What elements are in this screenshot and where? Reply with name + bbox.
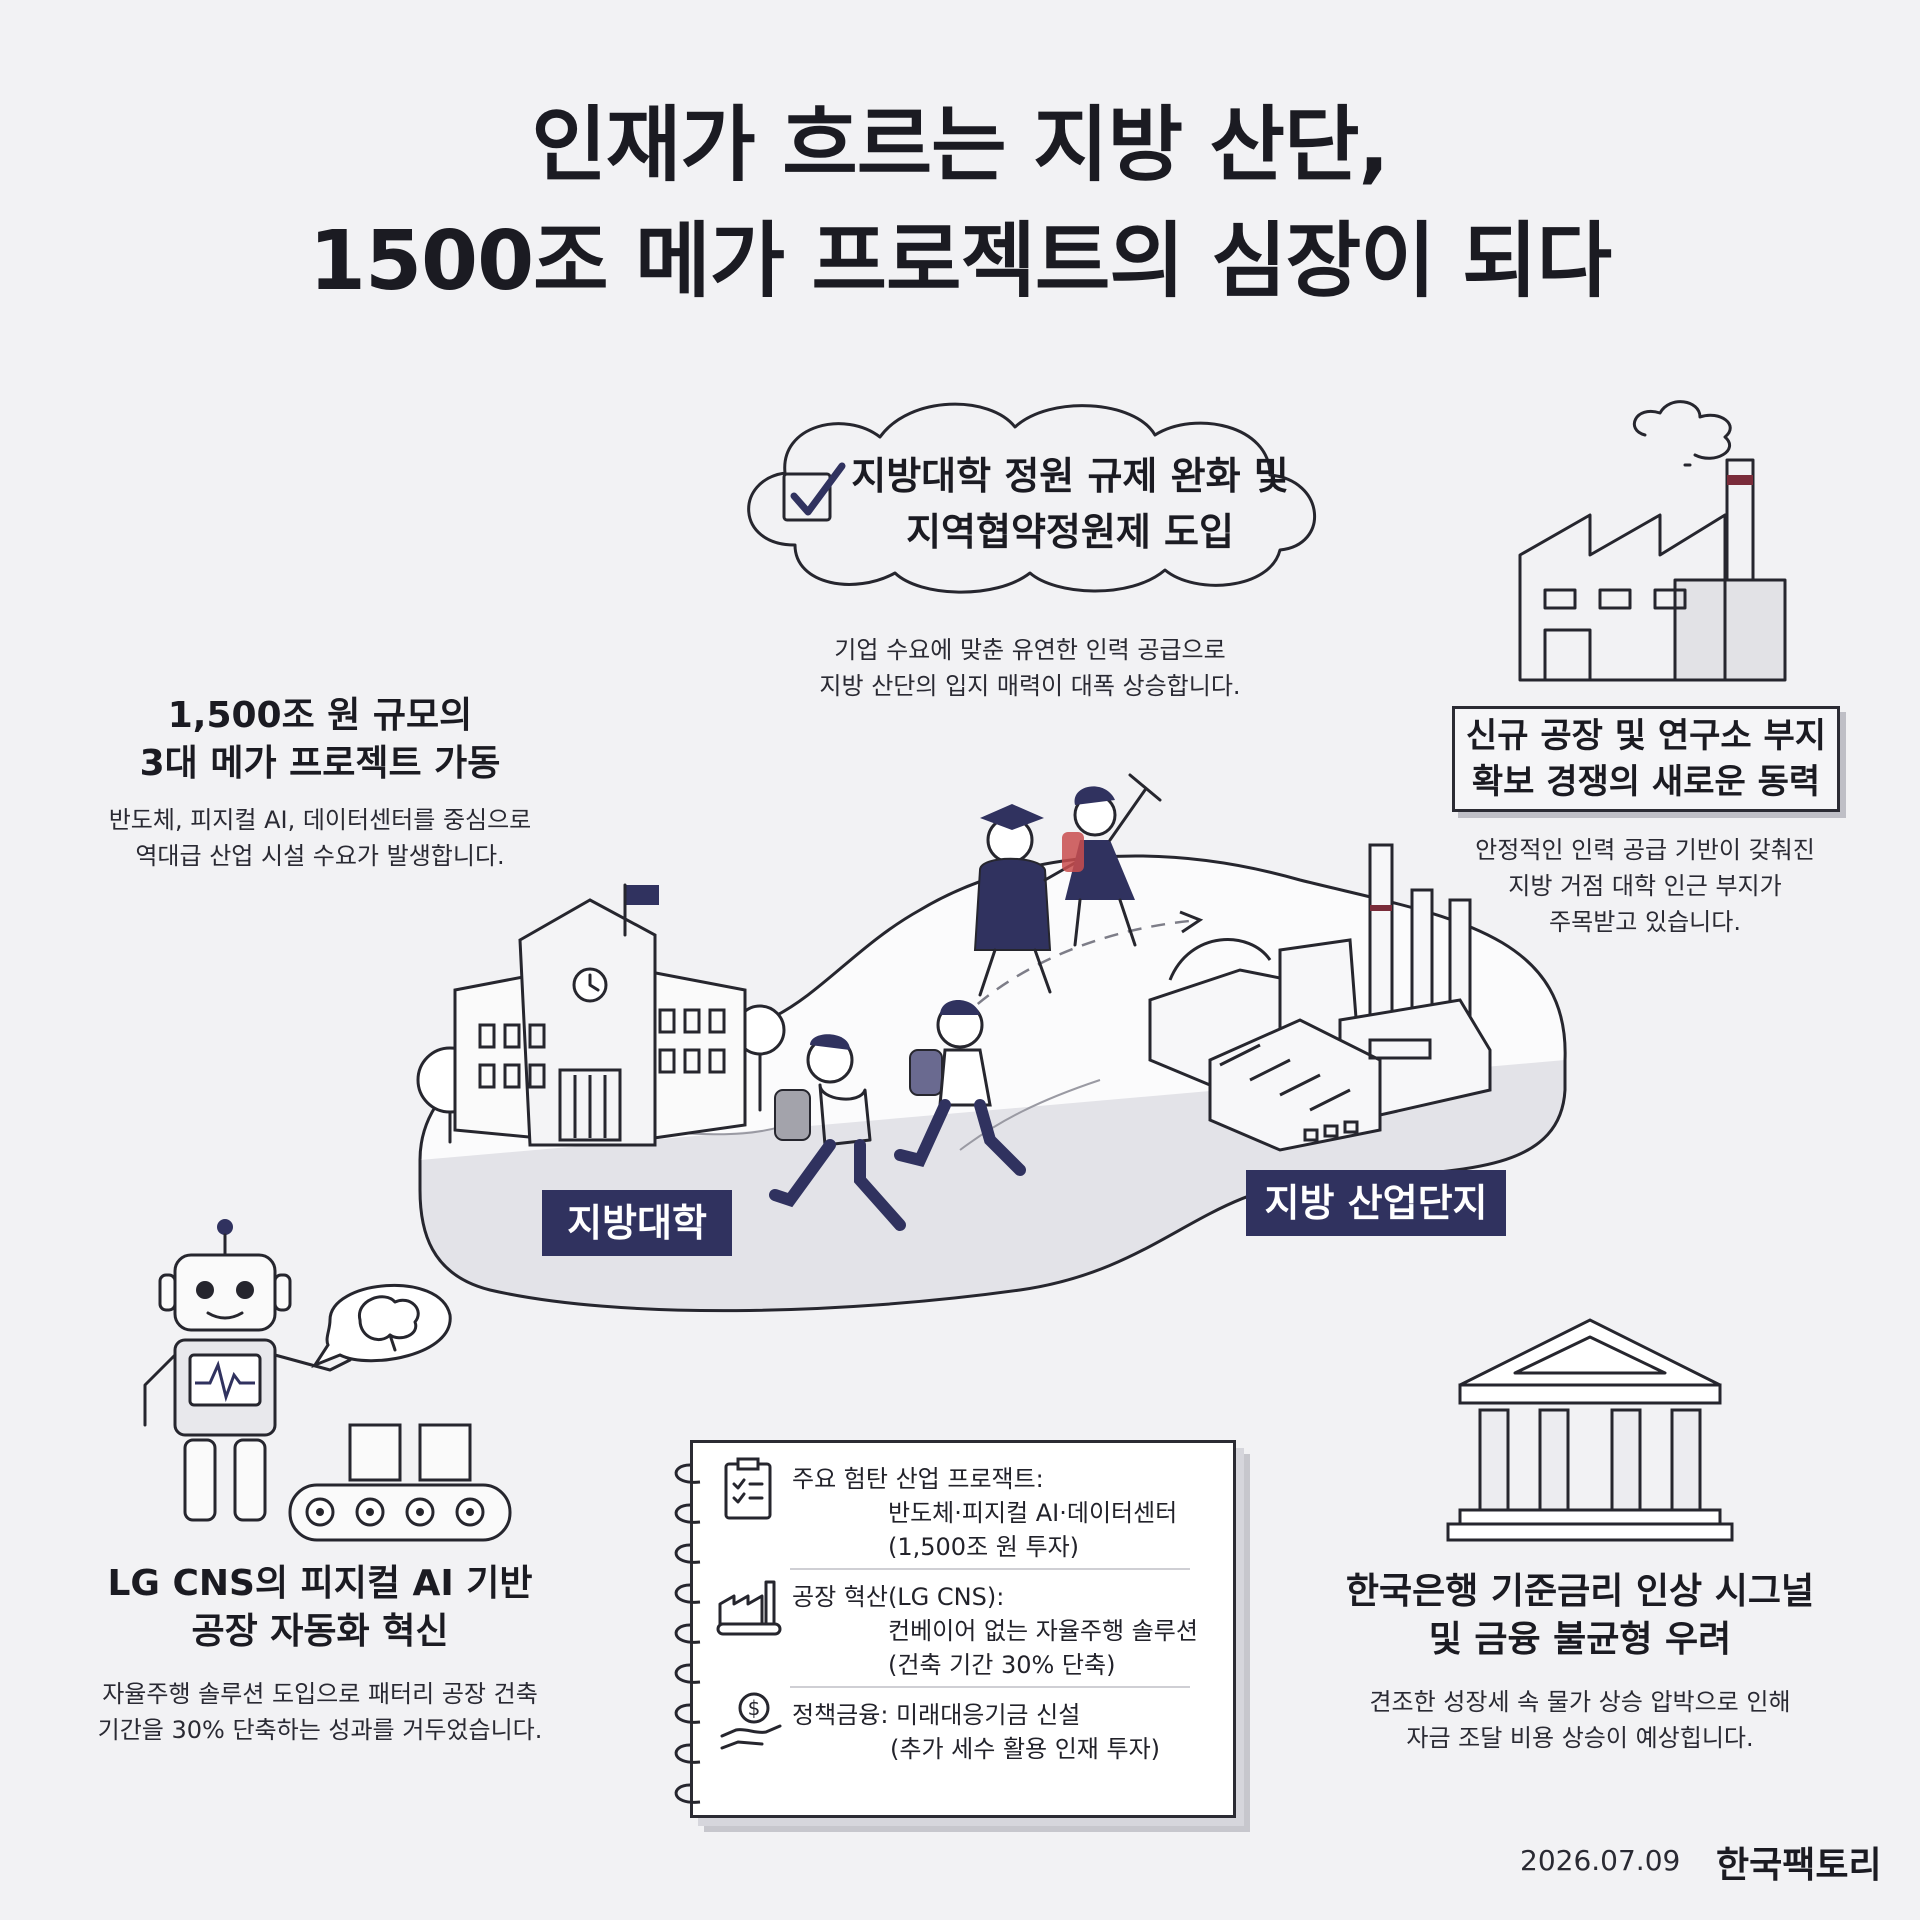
- clipboard-icon: [724, 1457, 772, 1520]
- factory-site-desc-line3: 주목받고 있습니다.: [1549, 908, 1741, 936]
- mega-desc-line1: 반도체, 피지컬 AI, 데이터센터를 중심으로: [108, 806, 532, 834]
- note-item2-line2: (건축 기간 30% 단축): [888, 1651, 1116, 1679]
- industrial-complex-icon: [1148, 843, 1492, 1152]
- brain-thought-bubble-icon: [311, 1283, 452, 1369]
- robot-icon: [143, 1219, 352, 1522]
- checkbox-icon: [782, 462, 846, 522]
- note-item3-line1: (추가 세수 활용 인재 투자): [890, 1735, 1161, 1763]
- note-divider: [790, 1686, 1190, 1688]
- factory-icon: [1518, 400, 1787, 682]
- note-item2-line1: 컨베이어 없는 자율주행 솔루션: [888, 1617, 1198, 1645]
- university-label: 지방대학: [542, 1190, 732, 1256]
- mega-desc-line2: 역대급 산업 시설 수요가 발생합니다.: [135, 842, 505, 870]
- factory-site-desc-line1: 안정적인 인력 공급 기반이 갖춰진: [1475, 836, 1815, 864]
- bok-heading-line2: 및 금융 불균형 우려: [1428, 1619, 1732, 1660]
- cloud-text-line1: 지방대학 정원 규제 완화 및: [851, 454, 1289, 498]
- lgcns-desc-line1: 자율주행 솔루션 도입으로 패터리 공장 건축: [102, 1680, 538, 1708]
- bok-desc-line2: 자금 조달 비용 상승이 예상힙니다.: [1406, 1724, 1754, 1752]
- mega-heading-line1: 1,500조 원 규모의: [167, 695, 473, 736]
- lgcns-heading-line2: 공장 자동화 혁신: [191, 1611, 449, 1652]
- cloud-shape: [747, 402, 1316, 594]
- students-illustration: [769, 773, 1162, 1231]
- note-item1-line1: 반도체·피지컬 AI·데이터센터: [888, 1499, 1178, 1527]
- bok-desc-line1: 견조한 성장세 속 물가 상승 압박으로 인해: [1369, 1688, 1791, 1716]
- lgcns-heading-line1: LG CNS의 피지컬 AI 기반: [107, 1563, 533, 1604]
- factory-site-desc-line2: 지방 거점 대학 인근 부지가: [1508, 872, 1782, 900]
- lgcns-desc-line2: 기간을 30% 단축하는 성과를 거두었습니다.: [97, 1716, 543, 1744]
- factory-site-heading-line1: 신규 공장 및 연구소 부지: [1465, 716, 1827, 756]
- page-title-line1: 인재가 흐르는 지방 산단,: [531, 98, 1389, 193]
- factory-small-icon: [716, 1580, 782, 1636]
- bank-building-icon: [1446, 1318, 1734, 1542]
- footer-brand: 한국팩토리: [1716, 1845, 1882, 1886]
- footer-date: 2026.07.09: [1520, 1844, 1681, 1877]
- note-divider: [790, 1568, 1190, 1570]
- factory-site-heading-line2: 확보 경쟁의 새로운 동력: [1471, 762, 1821, 802]
- conveyor-boxes-icon: [288, 1423, 512, 1542]
- note-item2-title: 공장 혁산(LG CNS):: [792, 1583, 1005, 1611]
- page-title-line2: 1500조 메가 프로젝트의 심장이 되다: [308, 214, 1612, 309]
- notebook-spiral: [674, 1463, 701, 1804]
- note-item3-title: 정책금융: 미래대응기금 신설: [792, 1701, 1081, 1729]
- cloud-text-line2: 지역협약정원제 도입: [906, 510, 1234, 554]
- note-item1-title: 주요 험탄 산업 프로잭트:: [792, 1465, 1044, 1493]
- industrial-complex-label: 지방 산업단지: [1246, 1170, 1506, 1236]
- university-building-icon: [416, 883, 786, 1147]
- bok-heading-line1: 한국은행 기준금리 인상 시그널: [1345, 1571, 1815, 1612]
- mega-heading-line2: 3대 메가 프로젝트 가동: [139, 743, 501, 784]
- center-desc-line2: 지방 산단의 입지 매력이 대폭 상승합니다.: [819, 672, 1241, 700]
- money-hand-icon: $: [720, 1692, 782, 1750]
- center-desc-line1: 기업 수요에 맞춘 유연한 인력 공급으로: [834, 636, 1226, 664]
- svg-text:$: $: [748, 1696, 761, 1720]
- note-item1-line2: (1,500조 원 투자): [888, 1533, 1080, 1561]
